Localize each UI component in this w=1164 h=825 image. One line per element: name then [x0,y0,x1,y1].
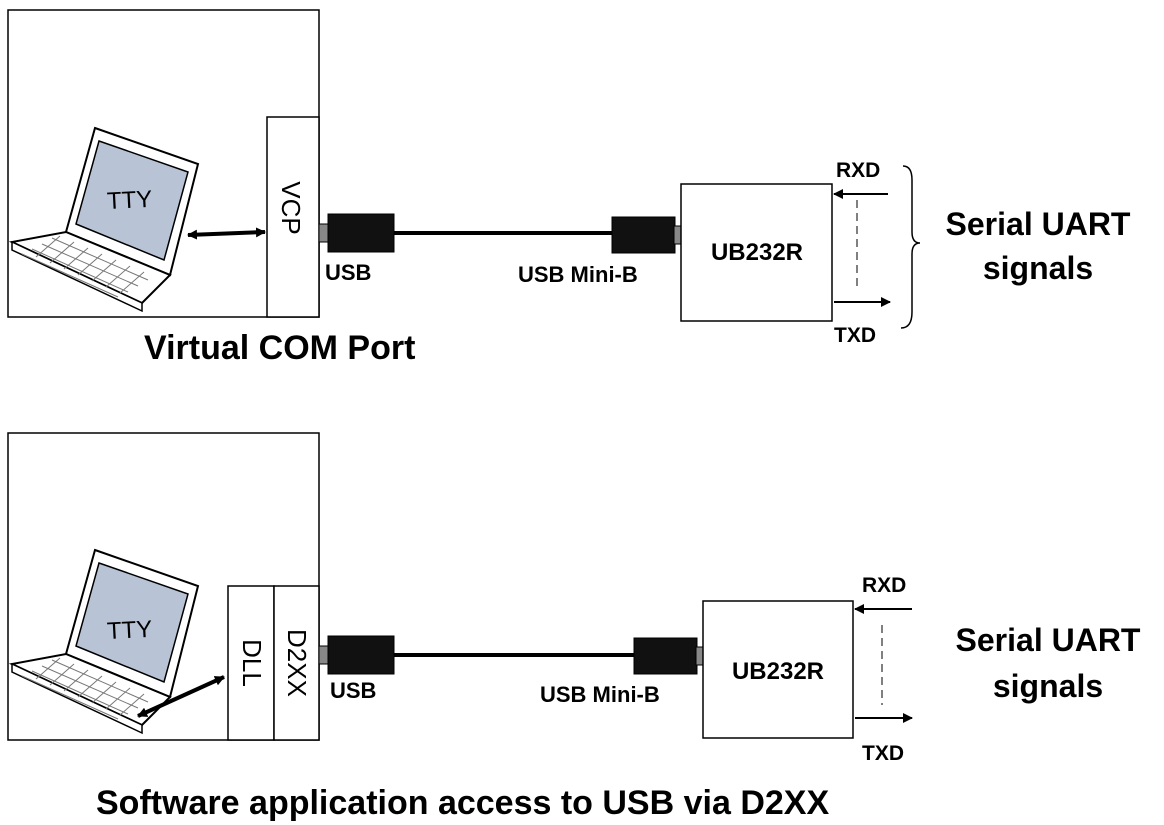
usb-mini-label: USB Mini-B [540,682,660,707]
laptop-screen-label: TTY [106,186,153,215]
usb-mini-plug [633,637,698,675]
rxd-label: RXD [862,574,906,597]
serial-label-line1: Serial UART [956,622,1141,658]
usb-label: USB [325,260,371,285]
vcp-driver-box [266,116,320,318]
d2xx-diagram: TTY DLL D2XX USB USB Mini-B UB232R RXD T… [7,432,1141,822]
d2xx-caption: Software application access to USB via D… [96,784,829,822]
device-label: UB232R [711,239,803,266]
rxd-label: RXD [836,159,880,182]
usb-mini-label: USB Mini-B [518,262,638,287]
bidirectional-arrow [187,227,266,240]
bidirectional-arrow [137,675,225,718]
d2xx-driver-label: D2XX [282,629,312,697]
device-box [702,600,854,739]
vcp-caption: Virtual COM Port [144,329,415,367]
dll-box [227,585,275,741]
serial-label-line2: signals [993,668,1103,704]
signal-brace [900,165,921,329]
dll-label: DLL [237,639,267,687]
serial-label-line2: signals [983,250,1093,286]
device-box [680,183,833,322]
vcp-driver-label: VCP [276,181,306,234]
txd-label: TXD [862,742,904,765]
device-label: UB232R [732,658,824,685]
usb-label: USB [330,678,376,703]
serial-label-line1: Serial UART [946,206,1131,242]
usb-plug [327,635,395,675]
d2xx-driver-box [273,585,320,741]
laptop-screen-label: TTY [106,616,153,645]
usb-mini-plug [611,216,676,254]
vcp-diagram: TTY VCP USB USB Mini-B UB232R RXD TXD Se… [7,9,1131,367]
usb-plug [327,213,395,253]
txd-label: TXD [834,324,876,347]
